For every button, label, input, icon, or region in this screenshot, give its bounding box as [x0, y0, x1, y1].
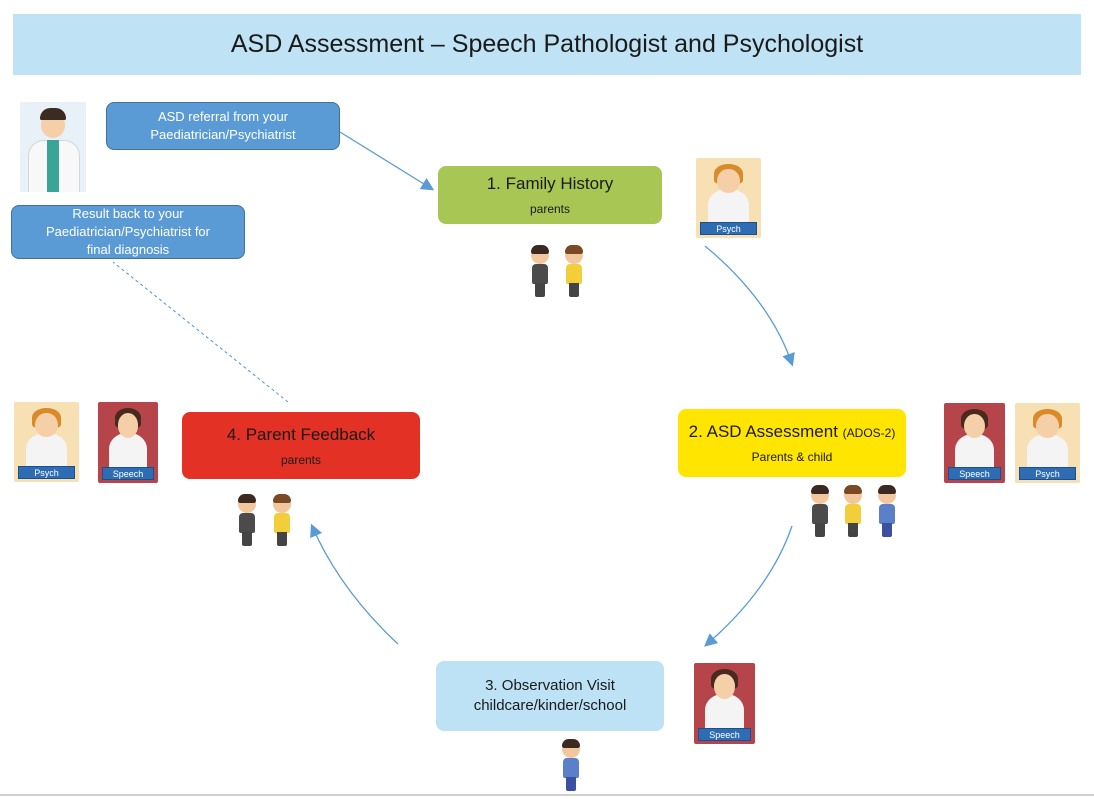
step-parent-feedback: 4. Parent Feedback parents	[182, 412, 420, 479]
speech-pathologist-icon: Speech	[694, 663, 755, 744]
speech-badge: Speech	[697, 728, 752, 741]
referral-note-line-1: ASD referral from your	[157, 109, 289, 124]
step-2-label-paren: (ADOS-2)	[842, 426, 896, 440]
step-1-sub: parents	[529, 202, 571, 216]
arrow-step1-to-step2	[704, 245, 795, 367]
step-2-label: 2. ASD Assessment	[688, 422, 838, 441]
result-note-line-3: final diagnosis	[86, 242, 170, 257]
psych-badge: Psych	[699, 222, 758, 235]
child-icon	[561, 739, 581, 792]
step-3-label-line-1: 3. Observation Visit	[485, 677, 615, 694]
referral-note-line-2: Paediatrician/Psychiatrist	[150, 127, 296, 142]
step-asd-assessment: 2. ASD Assessment (ADOS-2) Parents & chi…	[678, 409, 906, 477]
arrow-referral-to-step1	[339, 131, 435, 191]
speech-badge: Speech	[101, 467, 155, 480]
step-4-sub: parents	[280, 452, 322, 467]
child-icon	[877, 485, 897, 538]
mother-icon	[564, 245, 584, 298]
father-icon	[237, 494, 257, 547]
bottom-divider	[0, 794, 1094, 796]
result-note-line-1: Result back to your	[72, 206, 184, 221]
psychologist-icon: Psych	[14, 402, 79, 482]
father-icon	[810, 485, 830, 538]
father-icon	[530, 245, 550, 298]
step-4-label: 4. Parent Feedback	[226, 424, 376, 444]
psychologist-icon: Psych	[696, 158, 761, 238]
dashed-step4-to-result	[112, 261, 289, 403]
result-note-line-2: Paediatrician/Psychiatrist for	[45, 224, 210, 239]
step-family-history: 1. Family History parents	[438, 166, 662, 224]
psychologist-icon: Psych	[1015, 403, 1080, 483]
speech-pathologist-icon: Speech	[98, 402, 158, 483]
step-2-sub: Parents & child	[751, 450, 833, 464]
psych-badge: Psych	[1018, 467, 1077, 480]
step-3-label-line-2: childcare/kinder/school	[473, 697, 627, 714]
speech-badge: Speech	[947, 467, 1002, 480]
mother-icon	[272, 494, 292, 547]
arrow-step3-to-step4	[310, 523, 399, 645]
psych-badge: Psych	[17, 466, 76, 479]
step-observation-visit: 3. Observation Visit childcare/kinder/sc…	[436, 661, 664, 731]
diagram-title: ASD Assessment – Speech Pathologist and …	[13, 14, 1081, 75]
doctor-icon	[20, 102, 86, 192]
referral-note: ASD referral from your Paediatrician/Psy…	[106, 102, 340, 150]
arrow-step2-to-step3	[704, 525, 793, 647]
mother-icon	[843, 485, 863, 538]
result-note: Result back to your Paediatrician/Psychi…	[11, 205, 245, 259]
step-1-label: 1. Family History	[486, 174, 614, 193]
speech-pathologist-icon: Speech	[944, 403, 1005, 483]
